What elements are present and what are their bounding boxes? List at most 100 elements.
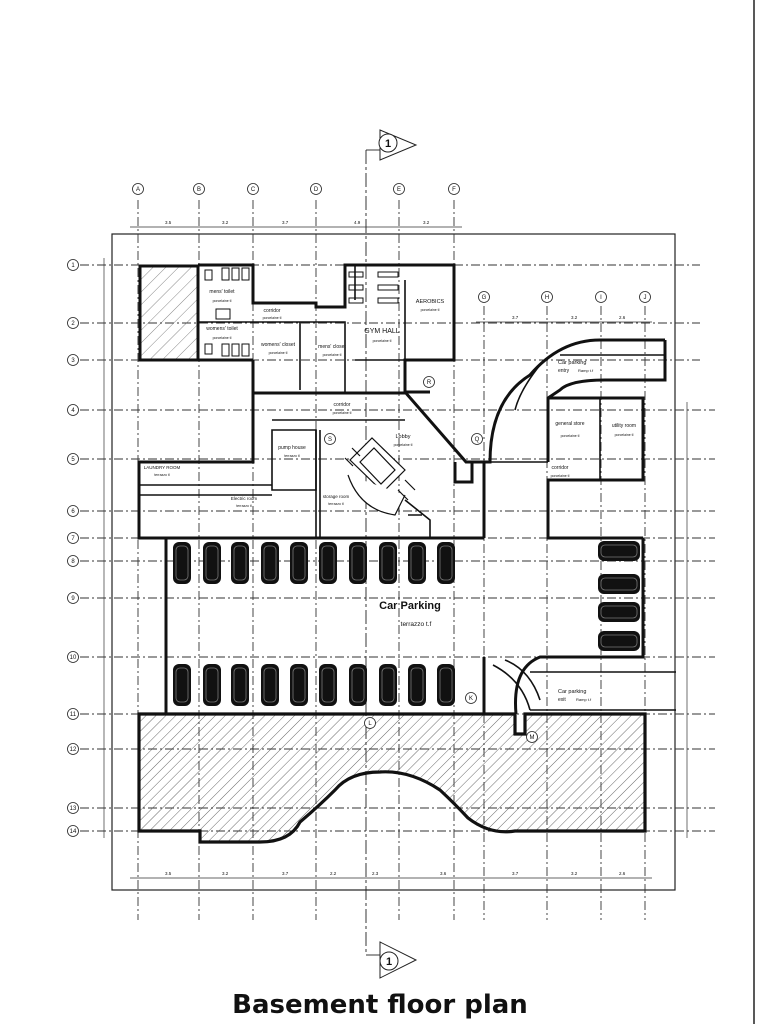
grid-bubble-9: 9 bbox=[67, 592, 79, 604]
grid-bubble-label: S bbox=[328, 437, 332, 443]
room-finish: porcelaine tl bbox=[421, 308, 440, 312]
grid-bubble-label: 1 bbox=[71, 263, 75, 269]
grid-bubble-label: C bbox=[251, 187, 256, 193]
room-finish: terrazzo tl bbox=[236, 504, 252, 508]
parking-car-20 bbox=[598, 541, 640, 561]
svg-text:4.9: 4.9 bbox=[354, 220, 361, 225]
grid-bubble-a: A bbox=[132, 183, 144, 195]
room-name: womens' toilet bbox=[206, 326, 238, 332]
grid-bubble-label: R bbox=[427, 380, 432, 386]
grid-bubble-label: 14 bbox=[70, 829, 77, 835]
ramp-line2: entry bbox=[558, 368, 570, 374]
parking-car-4 bbox=[290, 542, 308, 584]
room-finish: terrazzo tl bbox=[154, 473, 170, 477]
grid-bubble-1: 1 bbox=[67, 259, 79, 271]
interior-walls bbox=[139, 265, 676, 711]
parking-car-7 bbox=[379, 542, 397, 584]
parking-car-6 bbox=[349, 542, 367, 584]
grid-bubble-label: B bbox=[197, 187, 201, 193]
room-name: corridor bbox=[552, 465, 569, 471]
grid-bubble-label: 6 bbox=[71, 509, 75, 515]
room-finish: terrazzo tl bbox=[328, 502, 344, 506]
drawing-frame bbox=[111, 233, 676, 891]
grid-bubble-label: K bbox=[469, 696, 473, 702]
svg-text:2.3: 2.3 bbox=[372, 871, 379, 876]
parking-car-12 bbox=[231, 664, 249, 706]
grid-bubble-14: 14 bbox=[67, 825, 79, 837]
section-marker-bottom: 1 bbox=[366, 941, 418, 979]
room-electric: Electric room terrazzo tl bbox=[231, 496, 258, 508]
ramp-entry-label: Car parking entry Ramp t.f bbox=[558, 360, 594, 374]
svg-text:2.2: 2.2 bbox=[330, 871, 337, 876]
grid-bubble-h: H bbox=[541, 291, 553, 303]
grid-bubble-label: 4 bbox=[71, 408, 75, 414]
toilet-fixtures bbox=[204, 267, 399, 357]
parking-car-15 bbox=[319, 664, 337, 706]
parking-car-0 bbox=[173, 542, 191, 584]
room-mens-toilet: mens' toilet porcelaine tl bbox=[209, 289, 235, 303]
svg-text:3.7: 3.7 bbox=[512, 871, 519, 876]
room-name: mens' toilet bbox=[209, 289, 235, 295]
svg-text:3.5: 3.5 bbox=[165, 871, 172, 876]
room-car-parking: Car Parking terrazzo t.f bbox=[379, 600, 441, 628]
room-finish: porcelaine tl bbox=[561, 434, 580, 438]
grid-bubble-label: M bbox=[530, 735, 535, 741]
room-womens-toilet: womens' toilet porcelaine tl bbox=[206, 326, 238, 340]
grid-bubble-label: I bbox=[600, 295, 602, 301]
svg-text:3.2: 3.2 bbox=[222, 871, 229, 876]
svg-text:3.6: 3.6 bbox=[440, 871, 447, 876]
parking-bays bbox=[173, 541, 640, 706]
shaft-hatched-area bbox=[138, 264, 200, 362]
grid-bubble-label: 9 bbox=[71, 596, 75, 602]
svg-text:3.2: 3.2 bbox=[571, 315, 578, 320]
svg-text:2.6: 2.6 bbox=[619, 871, 626, 876]
grid-bubble-label: E bbox=[397, 187, 401, 193]
parking-car-3 bbox=[261, 542, 279, 584]
svg-text:3.7: 3.7 bbox=[282, 871, 289, 876]
section-marker-bottom-label: 1 bbox=[386, 956, 392, 968]
room-finish: porcelaine tl bbox=[213, 336, 232, 340]
room-finish: porcelaine tl bbox=[373, 339, 392, 343]
room-corridor-top: corridor porcelaine tl bbox=[263, 308, 282, 320]
parking-car-18 bbox=[408, 664, 426, 706]
grid-bubble-label: 8 bbox=[71, 559, 75, 565]
grid-bubble-d: D bbox=[310, 183, 322, 195]
grid-bubble-label: 7 bbox=[71, 536, 75, 542]
room-name: corridor bbox=[334, 402, 351, 408]
room-name: Lobby bbox=[396, 434, 411, 440]
room-laundry: LAUNDRY ROOM terrazzo tl bbox=[144, 465, 181, 477]
lobby-stair bbox=[344, 437, 416, 516]
grid-bubble-label: 13 bbox=[70, 806, 77, 812]
grid-bubble-6: 6 bbox=[67, 505, 79, 517]
room-labels: mens' toilet porcelaine tl womens' toile… bbox=[144, 289, 636, 703]
section-marker-top: 1 bbox=[366, 129, 418, 161]
grid-bubble-12: 12 bbox=[67, 743, 79, 755]
grid-bubble-b: B bbox=[193, 183, 205, 195]
grid-bubble-k: K bbox=[465, 692, 477, 704]
parking-car-5 bbox=[319, 542, 337, 584]
grid-bubble-s: S bbox=[324, 433, 336, 445]
ramp-exit-label: Car parking exit Ramp t.f bbox=[558, 689, 592, 703]
grid-bubble-label: Q bbox=[475, 437, 480, 443]
room-gym-hall: GYM HALL porcelaine tl bbox=[364, 328, 400, 343]
ramp-finish: Ramp t.f bbox=[578, 368, 594, 373]
room-storage: storage room terrazzo tl bbox=[323, 494, 350, 506]
room-finish: porcelaine tl bbox=[263, 316, 282, 320]
dimension-lines bbox=[103, 226, 688, 879]
svg-text:2.6: 2.6 bbox=[619, 315, 626, 320]
grid-bubble-label: 2 bbox=[71, 321, 75, 327]
room-utility: utility room porcelaine tl bbox=[612, 423, 636, 437]
grid-bubble-label: D bbox=[314, 187, 319, 193]
ramp-line2: exit bbox=[558, 697, 566, 703]
ramp-finish: Ramp t.f bbox=[576, 697, 592, 702]
grid-bubble-label: L bbox=[368, 721, 372, 727]
room-name: AEROBICS bbox=[416, 299, 445, 305]
room-finish: porcelaine tl bbox=[394, 443, 413, 447]
grid-bubble-2: 2 bbox=[67, 317, 79, 329]
grid-bubble-11: 11 bbox=[67, 708, 79, 720]
room-name: utility room bbox=[612, 423, 636, 429]
room-name: mens' closet bbox=[318, 344, 346, 350]
